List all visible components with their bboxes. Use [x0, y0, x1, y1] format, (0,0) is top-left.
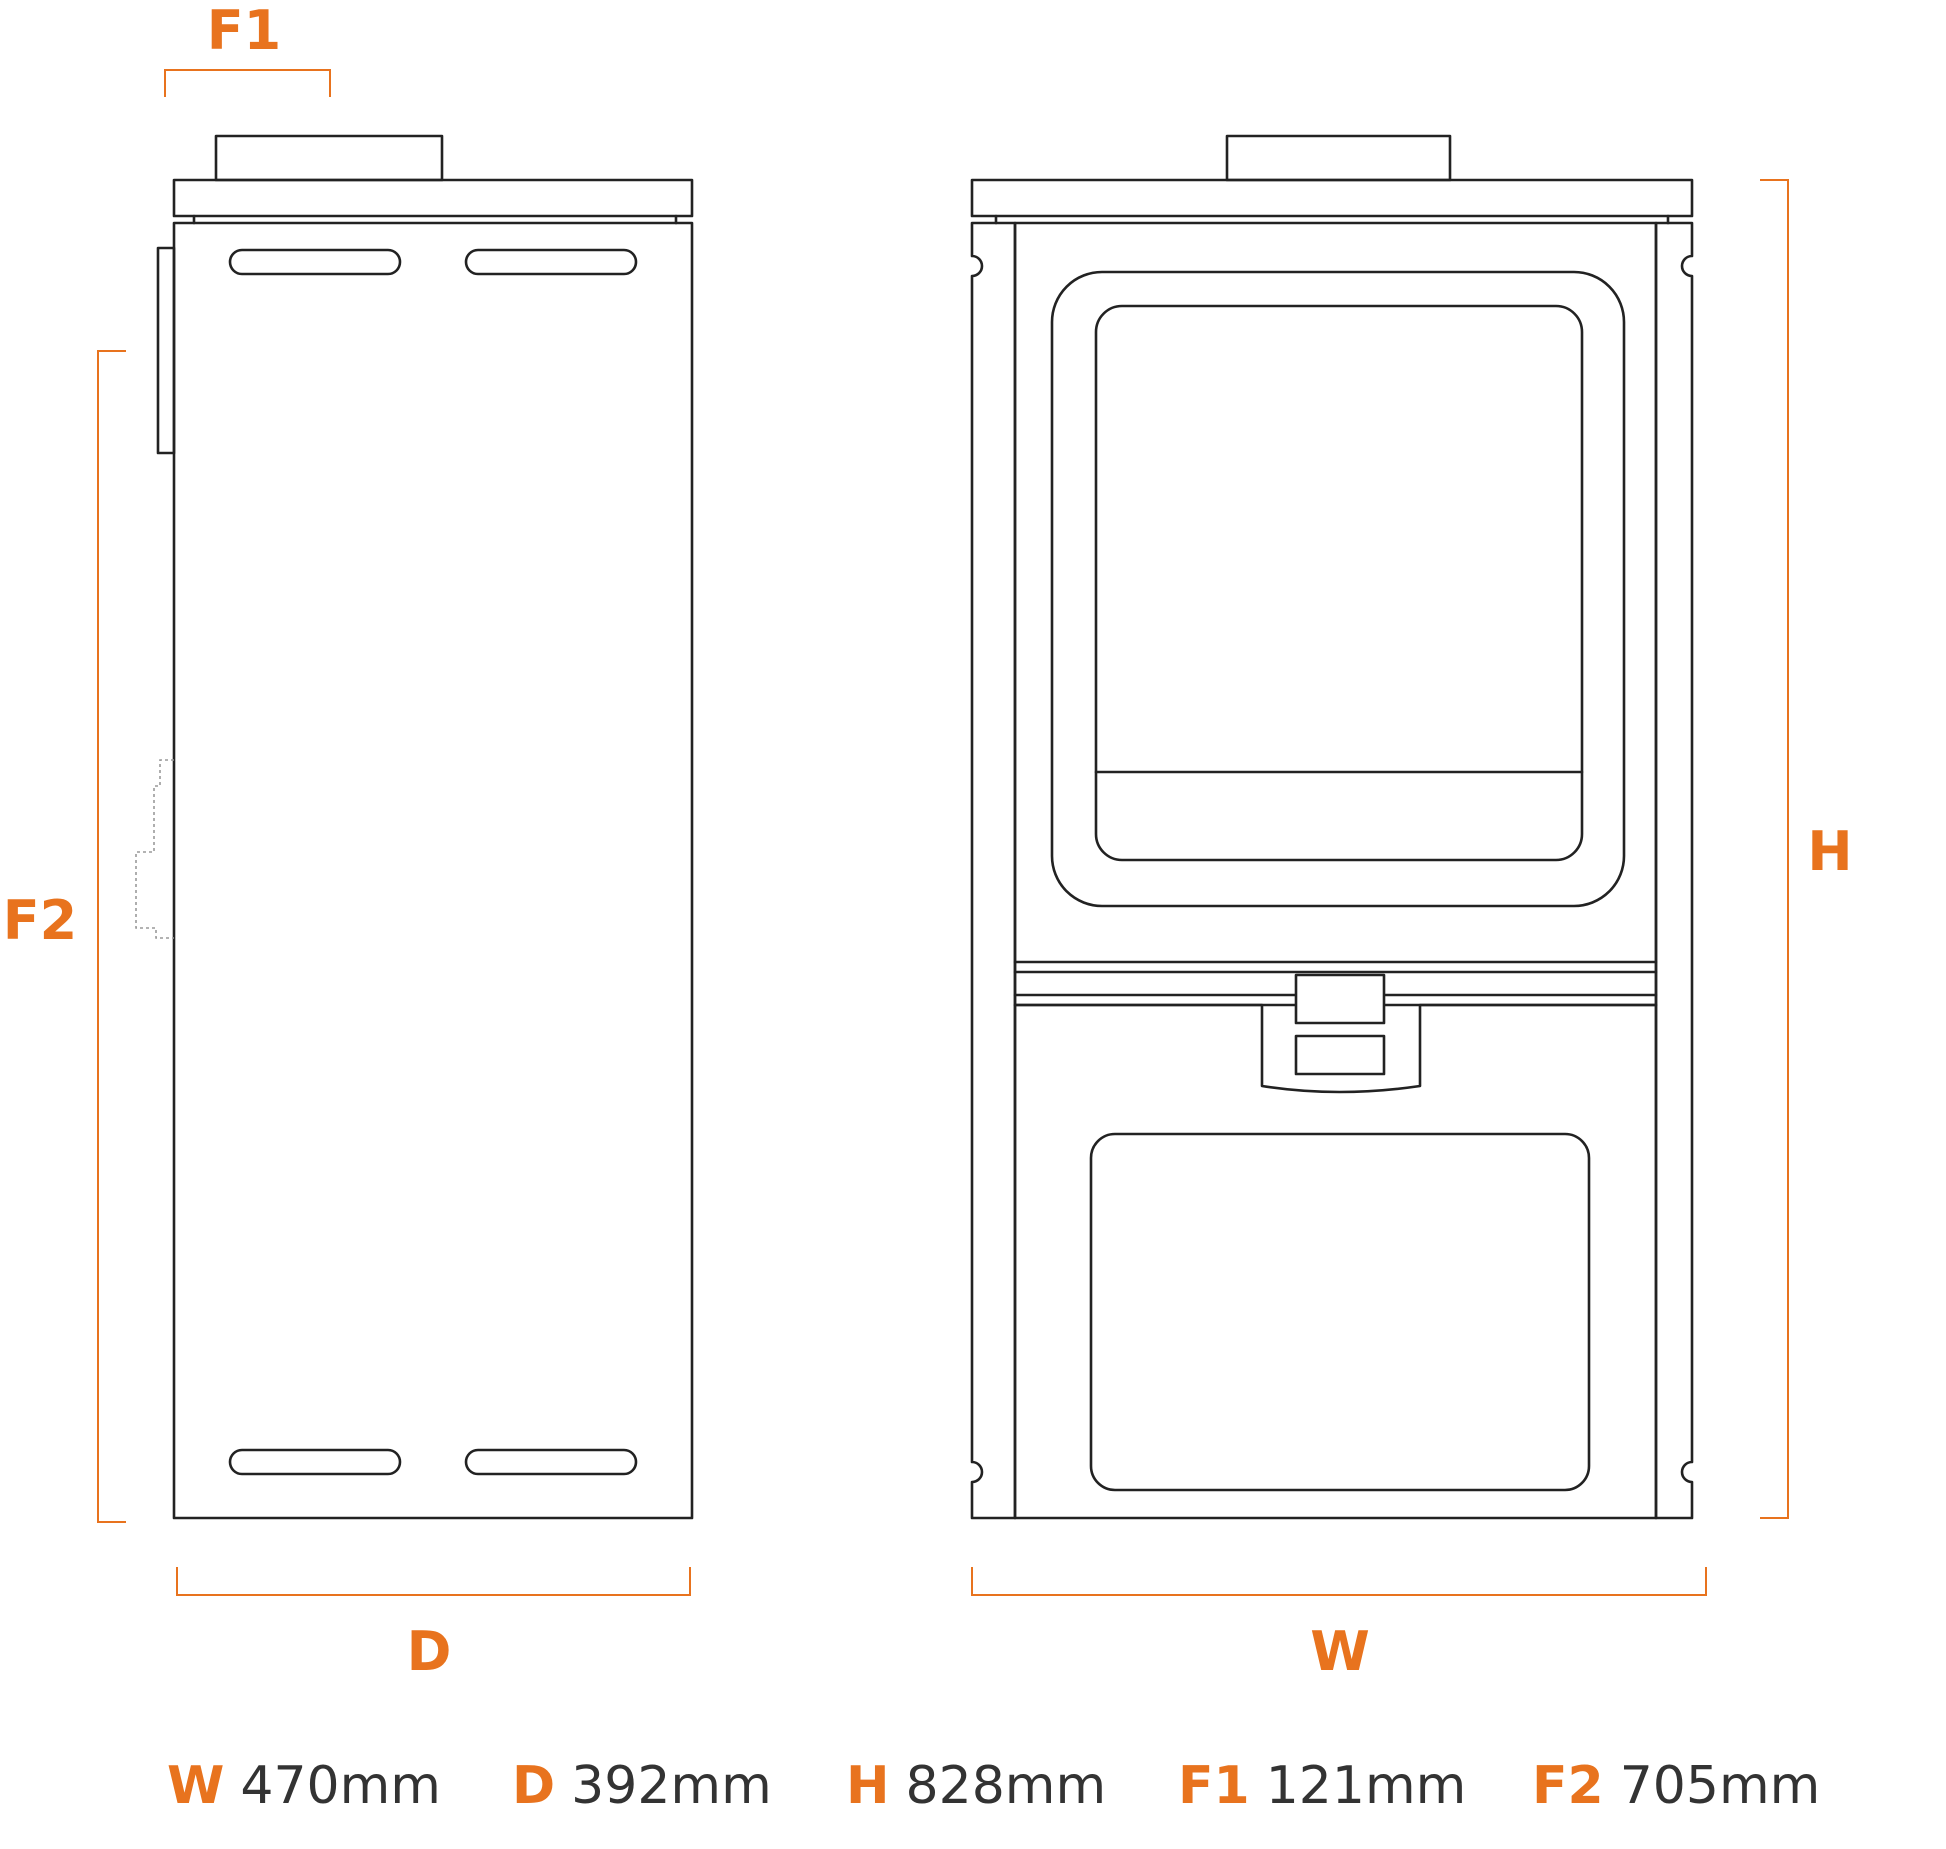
fire-door-glass [1094, 304, 1584, 862]
side-vent-slot [464, 1448, 638, 1476]
air-control-bracket [1013, 1003, 1658, 1094]
spec-value: 121mm [1266, 1756, 1467, 1816]
front-flue-collar [1225, 134, 1452, 182]
front-door-frame [1013, 221, 1658, 1520]
spec-key: W [167, 1756, 224, 1816]
side-vent-slot [228, 1448, 402, 1476]
spec-key: F2 [1532, 1756, 1604, 1816]
spec-f2: F2 705mm [1532, 1756, 1820, 1816]
side-rear-outlet-outline [135, 759, 174, 939]
dimension-lines [97, 69, 1789, 1596]
spec-key: F1 [1178, 1756, 1250, 1816]
label-d: D [407, 1620, 452, 1683]
ash-door-panel [1089, 1132, 1591, 1492]
side-flue-collar [214, 134, 444, 182]
spec-key: D [512, 1756, 555, 1816]
spec-row: W 470mm D 392mm H 828mm F1 121mm F2 705mm [167, 1756, 1820, 1816]
label-h: H [1807, 820, 1852, 883]
label-w: W [1310, 1620, 1370, 1683]
air-control-slot [1294, 1034, 1386, 1076]
side-top-plate [172, 178, 694, 218]
dim-bracket-f1 [164, 69, 331, 97]
fire-door-outer [1050, 270, 1626, 908]
front-top-plate [970, 178, 1694, 218]
front-left-panel [970, 221, 1017, 1520]
spec-value: 392mm [571, 1756, 772, 1816]
spec-value: 705mm [1620, 1756, 1821, 1816]
side-view [135, 134, 694, 1520]
spec-value: 470mm [240, 1756, 441, 1816]
dim-bracket-d [176, 1567, 691, 1596]
side-body [172, 221, 694, 1520]
label-f2: F2 [3, 889, 77, 952]
side-vent-slot [464, 248, 638, 276]
dim-bracket-h [1760, 179, 1789, 1519]
spec-value: 828mm [906, 1756, 1107, 1816]
spec-w: W 470mm [167, 1756, 441, 1816]
air-control-handle [1294, 973, 1386, 1025]
label-f1: F1 [207, 0, 281, 62]
spec-d: D 392mm [512, 1756, 772, 1816]
front-right-panel [1654, 221, 1694, 1520]
spec-key: H [846, 1756, 890, 1816]
dim-bracket-w [971, 1567, 1707, 1596]
spec-f1: F1 121mm [1178, 1756, 1466, 1816]
side-rear-bracket [156, 246, 176, 455]
front-view [970, 134, 1694, 1520]
dim-bracket-f2 [97, 350, 126, 1523]
spec-h: H 828mm [846, 1756, 1106, 1816]
side-vent-slot [228, 248, 402, 276]
